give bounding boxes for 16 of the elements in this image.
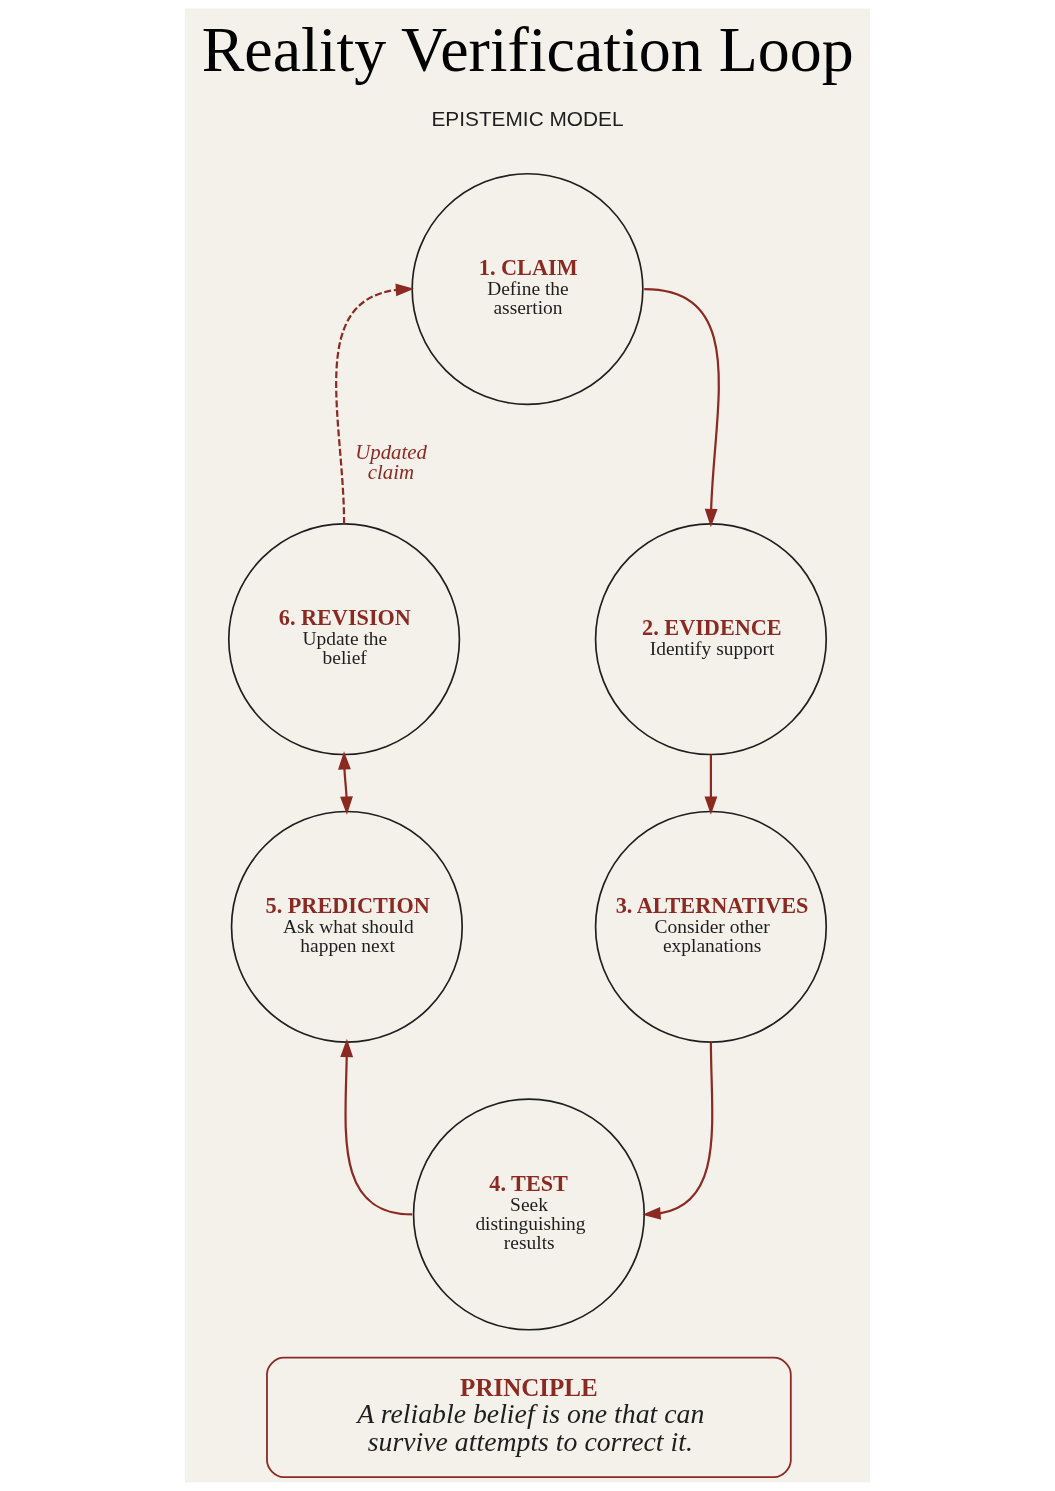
arrow: [644, 287, 720, 528]
node-circle: 1. CLAIM Define the assertion: [411, 172, 644, 406]
label: EPISTEMIC MODEL: [431, 106, 624, 130]
arrow: [338, 751, 353, 815]
node-circle: 4. TEST Seek distinguishing results: [412, 1098, 646, 1331]
node-box: PRINCIPLE A reliable belief is one that can survive attempts to correct it.: [266, 1356, 792, 1478]
arrow: [335, 283, 415, 524]
arrow: [704, 754, 718, 815]
node-circle: 5. PREDICTION Ask what should happen next: [230, 810, 464, 1043]
arrow: [642, 1042, 714, 1220]
node-circle: 2. EVIDENCE Identify support: [594, 523, 828, 756]
node-circle: 3. ALTERNATIVES Consider other explanations: [594, 810, 828, 1043]
arrow: [340, 1038, 413, 1216]
node-circle: 6. REVISION Update the belief: [227, 523, 461, 756]
diagram-title: Reality Verification Loop: [201, 13, 854, 85]
edge-label: Updated claim: [355, 439, 427, 485]
